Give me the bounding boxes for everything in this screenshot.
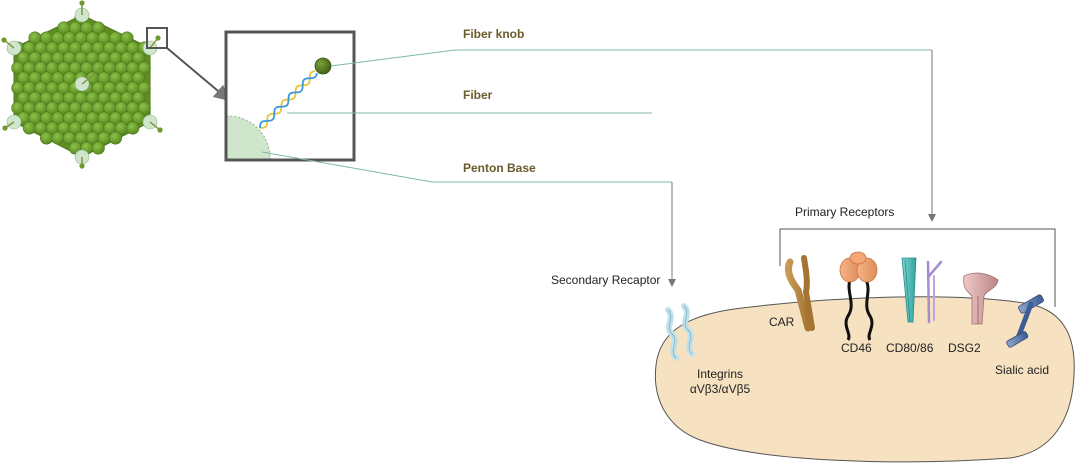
- penton-base-shape: [226, 115, 271, 160]
- cd46-label: CD46: [841, 341, 872, 355]
- zoom-selection-box: [146, 27, 168, 49]
- penton-fiber-knob: [157, 127, 163, 133]
- fiber-helix-strand: [259, 70, 316, 129]
- fiber-knob-shape: [314, 57, 332, 75]
- hexon-ball: [137, 61, 151, 75]
- penton-zoom-box: [224, 30, 356, 162]
- cd46-receptor: [839, 251, 878, 341]
- fiber-knob-connector: [330, 49, 932, 67]
- primary-receptors-label: Primary Receptors: [795, 205, 895, 219]
- hexon-ball: [39, 131, 53, 145]
- arrows: [668, 50, 936, 287]
- fiber-knob-label: Fiber knob: [463, 27, 525, 41]
- dsg2-label: DSG2: [948, 341, 981, 355]
- fiber-shaft: [259, 70, 318, 129]
- cd80-86-receptor: [901, 257, 943, 324]
- cd80-86-label: CD80/86: [886, 341, 934, 355]
- connector-lines: [261, 49, 932, 183]
- hexon-ball: [132, 91, 146, 105]
- hexon-ball: [91, 141, 105, 155]
- hexon-ball: [126, 121, 140, 135]
- hexon-ball: [132, 71, 146, 85]
- integrins-receptor: [665, 303, 695, 361]
- car-receptor: [784, 255, 815, 332]
- zoom-arrow: [166, 47, 231, 102]
- sialic-acid-receptor: [1006, 294, 1044, 348]
- hexon-ball: [137, 101, 151, 115]
- penton-fiber-knob: [155, 35, 161, 41]
- cell-membrane: [654, 296, 1075, 463]
- fiber-helix-strand: [259, 72, 318, 129]
- hexon-ball: [22, 121, 36, 135]
- penton-fiber: [81, 69, 101, 85]
- penton-fiber-knob: [79, 0, 85, 6]
- hexon-ball: [91, 21, 105, 35]
- penton-base-label: Penton Base: [463, 161, 536, 175]
- integrins-subtypes: αVβ3/αVβ5: [689, 382, 751, 396]
- adenovirus-capsid: [1, 0, 163, 169]
- integrins-label: Integrins αVβ3/αVβ5: [684, 367, 756, 397]
- secondary-receptor-label: Secondary Recaptor: [551, 273, 661, 287]
- penton-fiber-knob: [79, 163, 85, 169]
- penton-base-connector: [261, 151, 672, 183]
- penton-fiber-knob: [97, 67, 103, 73]
- penton-fiber-knob: [2, 125, 8, 131]
- hexon-ball: [120, 31, 134, 45]
- hexon-ball: [132, 51, 146, 65]
- hexon-ball: [137, 81, 151, 95]
- hexon-ball: [109, 131, 123, 145]
- dsg2-receptor: [963, 272, 999, 325]
- penton-fiber-knob: [1, 37, 7, 43]
- fiber-label: Fiber: [463, 88, 493, 102]
- car-label: CAR: [769, 315, 795, 329]
- hexon-ball: [51, 131, 65, 145]
- sialic-acid-label: Sialic acid: [995, 363, 1050, 377]
- primary-receptors-bracket: [779, 228, 1056, 307]
- integrins-name: Integrins: [696, 367, 744, 381]
